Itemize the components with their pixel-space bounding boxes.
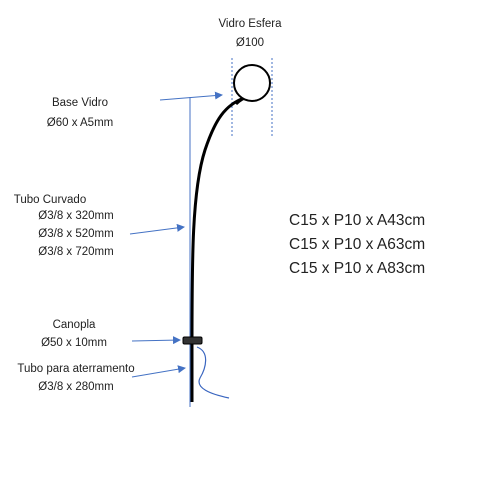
glass-sphere bbox=[233, 64, 271, 102]
tubo-curvado-size-2: Ø3/8 x 520mm bbox=[38, 228, 113, 240]
tubo-curvado-size-3: Ø3/8 x 720mm bbox=[38, 246, 113, 258]
base-vidro-title: Base Vidro bbox=[52, 97, 108, 109]
tubo-curvado-size-1: Ø3/8 x 320mm bbox=[38, 210, 113, 222]
arrow-tubo-curvado bbox=[129, 223, 185, 235]
arrow-canopla bbox=[131, 336, 181, 345]
curved-tube bbox=[190, 96, 245, 346]
dimension-1: C15 x P10 x A43cm bbox=[289, 212, 425, 229]
base-vidro-size: Ø60 x A5mm bbox=[47, 117, 113, 129]
canopla-title: Canopla bbox=[53, 319, 96, 331]
dimension-3: C15 x P10 x A83cm bbox=[289, 260, 425, 277]
vidro-esfera-size: Ø100 bbox=[236, 37, 264, 49]
tubo-aterramento-size: Ø3/8 x 280mm bbox=[38, 381, 113, 393]
vidro-esfera-title: Vidro Esfera bbox=[218, 18, 282, 30]
power-cord bbox=[196, 346, 230, 399]
tubo-aterramento-title: Tubo para aterramento bbox=[17, 363, 134, 375]
dimension-2: C15 x P10 x A63cm bbox=[289, 236, 425, 253]
canopy bbox=[182, 336, 203, 345]
tubo-curvado-title: Tubo Curvado bbox=[14, 194, 86, 206]
canopla-size: Ø50 x 10mm bbox=[41, 337, 107, 349]
arrow-tubo-aterramento bbox=[131, 365, 186, 378]
arrow-base-vidro bbox=[159, 91, 223, 101]
